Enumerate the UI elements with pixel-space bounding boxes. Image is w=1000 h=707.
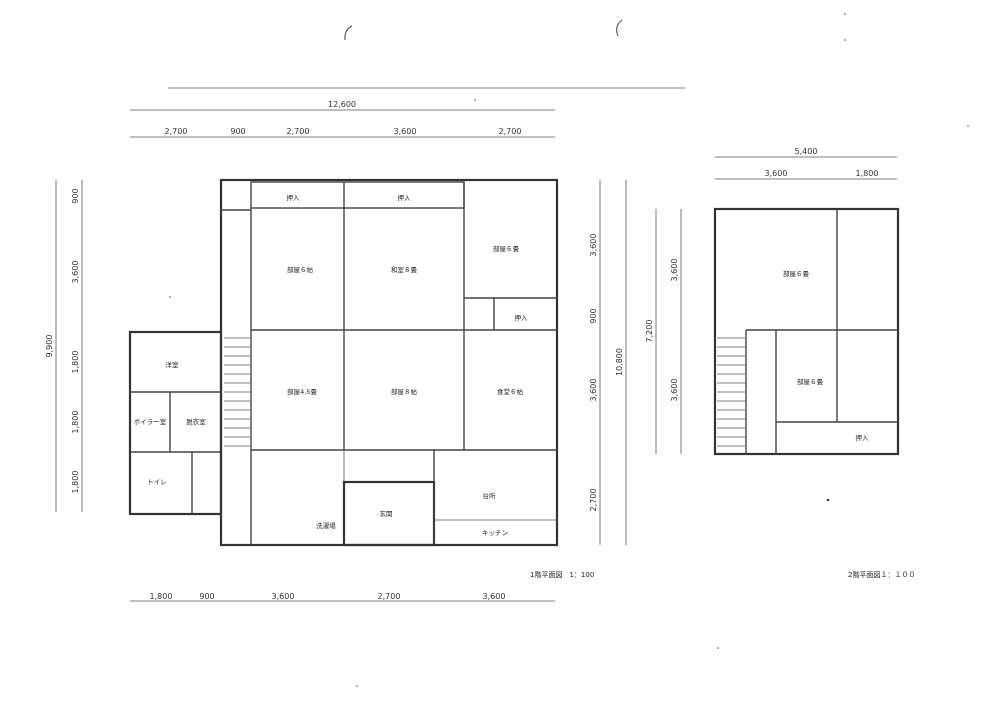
f2-dim-left-1: 3,600 bbox=[670, 259, 679, 282]
floor1-dimensions: 12,600 2,700 900 2,700 3,600 2,700 1,800… bbox=[45, 87, 685, 602]
f2-room-label-upper: 部屋６畳 bbox=[783, 269, 810, 278]
room-label-dining6: 食堂６帖 bbox=[497, 387, 524, 396]
dim-right-total: 10,800 bbox=[615, 348, 624, 376]
dim-left-2: 3,600 bbox=[71, 261, 80, 284]
dim-bottom-4: 2,700 bbox=[378, 592, 401, 601]
dim-right-2: 900 bbox=[589, 308, 598, 323]
room-label-oshiire1: 押入 bbox=[287, 193, 301, 202]
f2-room-label-oshiire: 押入 bbox=[856, 433, 870, 442]
dim-left-5: 1,800 bbox=[71, 471, 80, 494]
room-label-yoshitsu: 洋室 bbox=[166, 360, 180, 369]
scan-marks bbox=[169, 13, 969, 687]
f2-dim-top-total: 5,400 bbox=[795, 147, 818, 156]
f2-dim-left-2: 3,600 bbox=[670, 379, 679, 402]
room-label-genkan: 玄関 bbox=[380, 509, 393, 518]
dim-bottom-1: 1,800 bbox=[150, 592, 173, 601]
room-label-oshiire2: 押入 bbox=[398, 193, 412, 202]
f2-dim-top-2: 1,800 bbox=[856, 169, 879, 178]
room-label-room45: 部屋4.5畳 bbox=[287, 387, 317, 396]
room-label-toilet: トイレ bbox=[147, 478, 167, 486]
dim-left-1: 900 bbox=[71, 188, 80, 203]
dim-left-total: 9,900 bbox=[45, 335, 54, 358]
dim-top-1: 2,700 bbox=[165, 127, 188, 136]
floor2-plan: 部屋６畳 部屋６畳 押入 bbox=[713, 207, 900, 456]
dim-bottom-2: 900 bbox=[199, 592, 214, 601]
stairs-floor2 bbox=[717, 337, 745, 447]
floor1-title: 1階平面図 1：100 bbox=[530, 570, 594, 579]
stairs-floor1 bbox=[224, 337, 250, 447]
dim-top-2: 900 bbox=[230, 127, 245, 136]
dim-top-total: 12,600 bbox=[328, 100, 356, 109]
dim-top-4: 3,600 bbox=[394, 127, 417, 136]
f2-room-label-lower: 部屋６畳 bbox=[797, 377, 824, 386]
room-label-kitchen: キッチン bbox=[482, 529, 508, 537]
room-label-daidokoro: 台所 bbox=[483, 491, 497, 500]
dim-right-4: 2,700 bbox=[589, 489, 598, 512]
dim-right-1: 3,600 bbox=[589, 234, 598, 257]
room-label-boiler: ボイラー室 bbox=[134, 417, 167, 426]
f2-dim-top-1: 3,600 bbox=[765, 169, 788, 178]
dim-top-5: 2,700 bbox=[499, 127, 522, 136]
dim-top-3: 2,700 bbox=[287, 127, 310, 136]
dim-bottom-5: 3,600 bbox=[483, 592, 506, 601]
room-label-washitsu8: 和室８畳 bbox=[391, 265, 418, 274]
floor2-title: 2階平面図１：１００ bbox=[848, 570, 915, 579]
f2-dim-left-total: 7,200 bbox=[645, 320, 654, 343]
dim-bottom-3: 3,600 bbox=[272, 592, 295, 601]
floor2-dimensions: 5,400 3,600 1,800 7,200 3,600 3,600 bbox=[645, 147, 897, 454]
room-label-oshiire3: 押入 bbox=[515, 313, 529, 322]
floor1-plan: 押入 押入 部屋６帖 和室８畳 部屋６畳 押入 洋室 部屋4.5畳 部屋８帖 食… bbox=[128, 178, 559, 547]
room-label-washitsu6: 部屋６帖 bbox=[287, 265, 314, 274]
room-label-room8-center: 部屋８帖 bbox=[391, 387, 418, 396]
dim-left-4: 1,800 bbox=[71, 411, 80, 434]
room-label-sentaku: 洗濯場 bbox=[316, 521, 336, 530]
dim-left-3: 1,800 bbox=[71, 351, 80, 374]
room-label-room6-right: 部屋６畳 bbox=[493, 244, 520, 253]
dim-right-3: 3,600 bbox=[589, 379, 598, 402]
room-label-datsui: 脱衣室 bbox=[186, 417, 206, 426]
